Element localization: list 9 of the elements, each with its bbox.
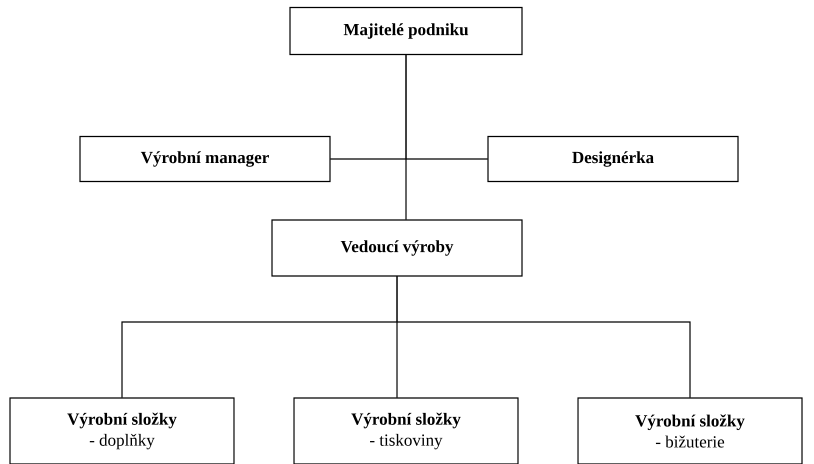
org-box: Výrobní složky - tiskoviny <box>293 397 519 464</box>
connector-line <box>396 276 691 398</box>
org-box: Majitelé podniku <box>289 6 523 56</box>
org-box: Vedoucí výroby <box>271 219 523 277</box>
org-box: Výrobní složky - bižuterie <box>577 397 803 464</box>
org-box: Výrobní manager <box>79 136 331 182</box>
org-box: Výrobní složky - doplňky <box>9 397 235 464</box>
org-box: Designérka <box>487 136 739 182</box>
connector-line <box>405 55 407 220</box>
